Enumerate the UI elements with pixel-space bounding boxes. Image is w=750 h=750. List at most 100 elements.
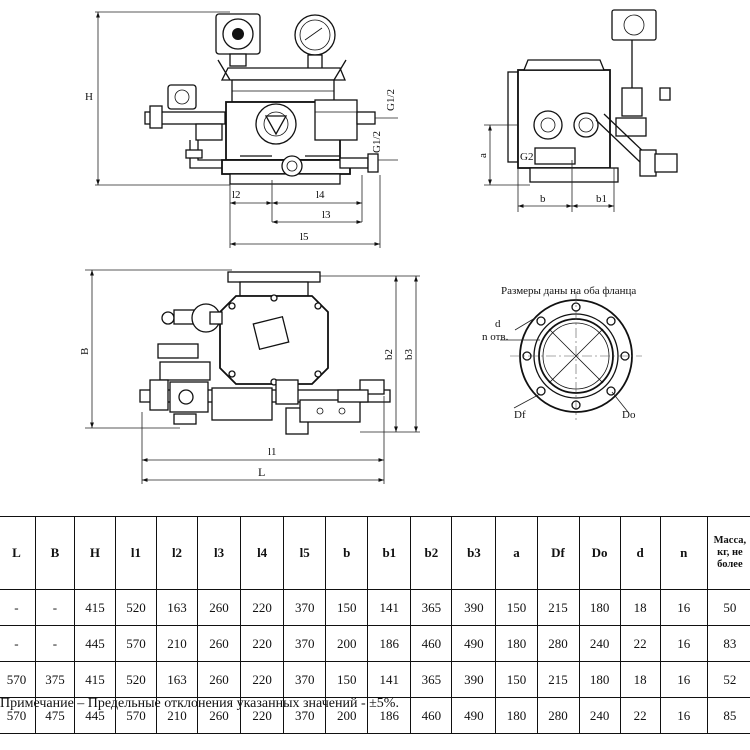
- table-cell-a: 180: [495, 625, 538, 662]
- dim-d-label: d: [495, 318, 501, 330]
- dim-G2-label: G2: [520, 151, 533, 163]
- table-cell-H: 415: [73, 661, 116, 698]
- table-cell-Do: 180: [578, 661, 621, 698]
- table-cell-l5: 370: [283, 625, 327, 662]
- table-cell-b1: 186: [367, 625, 412, 662]
- dim-l4-label: l4: [316, 189, 325, 201]
- table-cell-Do: 240: [578, 625, 621, 662]
- table-cell-mass: 50: [706, 589, 750, 626]
- table-cell-L: -: [0, 589, 36, 626]
- table-cell-l1: 570: [114, 625, 157, 662]
- column-header-mass: Масса, кг, не более: [706, 516, 750, 590]
- table-cell-b: 200: [325, 625, 369, 662]
- table-cell-b: 150: [325, 589, 369, 626]
- dim-Df-label: Df: [514, 409, 526, 421]
- front-view: H: [85, 11, 398, 248]
- dim-G1_2-top-label: G1/2: [385, 89, 397, 111]
- table-cell-d: 22: [619, 625, 661, 662]
- dim-G1_2-mid-label: G1/2: [371, 131, 383, 153]
- column-header-l4: l4: [240, 516, 285, 590]
- dim-b1-label: b1: [596, 193, 607, 205]
- column-header-b2: b2: [410, 516, 453, 590]
- table-cell-l3: 260: [197, 625, 242, 662]
- table-cell-l4: 220: [240, 625, 285, 662]
- table-cell-b3: 490: [451, 697, 497, 734]
- table-cell-l1: 520: [114, 589, 157, 626]
- table-cell-mass: 83: [706, 625, 750, 662]
- table-cell-L: 570: [0, 661, 36, 698]
- dim-a-label: a: [477, 153, 489, 158]
- table-cell-n: 16: [659, 661, 708, 698]
- column-header-b1: b1: [367, 516, 412, 590]
- table-cell-l4: 220: [240, 661, 285, 698]
- table-cell-Do: 180: [578, 589, 621, 626]
- flange-caption: Размеры даны на оба фланца: [501, 285, 636, 297]
- column-header-b3: b3: [451, 516, 497, 590]
- table-cell-H: 445: [73, 697, 116, 734]
- table-cell-b3: 490: [451, 625, 497, 662]
- table-cell-b: 200: [325, 697, 369, 734]
- column-header-H: H: [73, 516, 116, 590]
- dim-l1-label: l1: [268, 446, 277, 458]
- table-cell-mass: 52: [706, 661, 750, 698]
- dim-H-label: H: [85, 91, 93, 103]
- table-cell-l3: 260: [197, 589, 242, 626]
- column-header-n: n: [659, 516, 708, 590]
- table-cell-Df: 215: [536, 589, 580, 626]
- column-header-a: a: [495, 516, 538, 590]
- dim-L-label: L: [258, 465, 265, 479]
- column-header-b: b: [325, 516, 369, 590]
- dim-B-label: B: [79, 348, 91, 355]
- table-cell-n: 16: [659, 625, 708, 662]
- dim-l3-label: l3: [322, 209, 331, 221]
- table-cell-d: 18: [619, 589, 661, 626]
- table-cell-b2: 365: [410, 589, 453, 626]
- table-cell-Df: 215: [536, 661, 580, 698]
- table-cell-l3: 260: [197, 697, 242, 734]
- table-cell-a: 180: [495, 697, 538, 734]
- table-cell-Do: 240: [578, 697, 621, 734]
- table-cell-L: -: [0, 625, 36, 662]
- table-cell-b2: 365: [410, 661, 453, 698]
- column-header-l2: l2: [155, 516, 199, 590]
- table-cell-b2: 460: [410, 625, 453, 662]
- table-cell-H: 445: [73, 625, 116, 662]
- column-header-l5: l5: [283, 516, 327, 590]
- side-view: G2 a b b1: [477, 9, 678, 212]
- plan-view: B b2: [79, 269, 420, 484]
- table-cell-n: 16: [659, 589, 708, 626]
- table-cell-l5: 370: [283, 589, 327, 626]
- table-cell-B: -: [34, 589, 75, 626]
- table-cell-B: -: [34, 625, 75, 662]
- table-cell-l2: 210: [155, 697, 199, 734]
- table-cell-b3: 390: [451, 589, 497, 626]
- column-header-B: B: [34, 516, 75, 590]
- table-cell-b1: 186: [367, 697, 412, 734]
- table-cell-l2: 163: [155, 589, 199, 626]
- table-cell-l2: 163: [155, 661, 199, 698]
- dim-l5-label: l5: [300, 231, 309, 243]
- table-cell-b: 150: [325, 661, 369, 698]
- table-cell-mass: 85: [706, 697, 750, 734]
- table-cell-l1: 520: [114, 661, 157, 698]
- column-header-l1: l1: [114, 516, 157, 590]
- column-header-L: L: [0, 516, 36, 590]
- column-header-l3: l3: [197, 516, 242, 590]
- table-cell-B: 375: [34, 661, 75, 698]
- table-cell-b1: 141: [367, 661, 412, 698]
- dim-n-holes-label: n отв.: [482, 331, 509, 343]
- dim-Do-label: Do: [622, 409, 636, 421]
- table-cell-l3: 260: [197, 661, 242, 698]
- dim-l2-label: l2: [232, 189, 241, 201]
- table-cell-Df: 280: [536, 697, 580, 734]
- table-cell-d: 18: [619, 661, 661, 698]
- table-cell-l2: 210: [155, 625, 199, 662]
- dim-b3-label: b3: [403, 349, 415, 361]
- column-header-Df: Df: [536, 516, 580, 590]
- table-cell-l4: 220: [240, 697, 285, 734]
- tolerance-note: Примечание – Предельные отклонения указа…: [0, 696, 399, 711]
